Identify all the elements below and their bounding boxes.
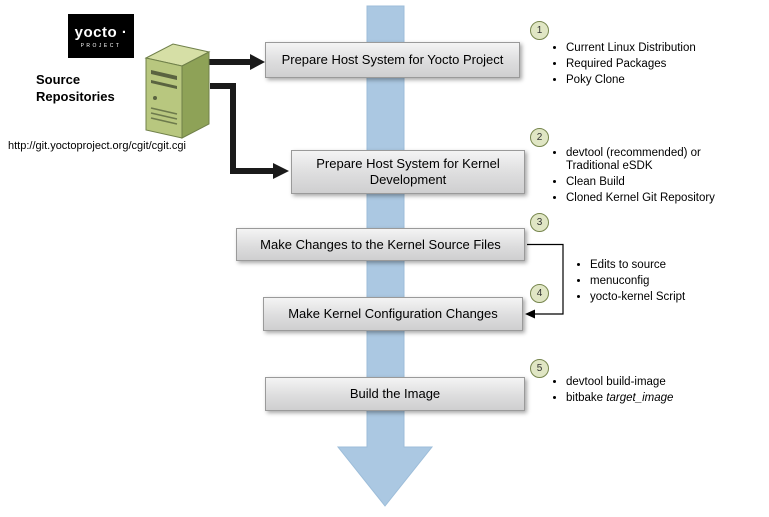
note-item: Required Packages bbox=[566, 58, 769, 71]
source-repositories-label-line2: Repositories bbox=[36, 89, 115, 104]
yocto-logo: yocto · PROJECT bbox=[68, 14, 134, 58]
step-box-4: Make Kernel Configuration Changes bbox=[263, 297, 523, 331]
step-box-1: Prepare Host System for Yocto Project bbox=[265, 42, 520, 78]
step-box-3: Make Changes to the Kernel Source Files bbox=[236, 228, 525, 261]
source-repositories-label-line1: Source bbox=[36, 72, 81, 87]
step-2-notes: devtool (recommended) or Traditional eSD… bbox=[552, 147, 744, 208]
note-item: Current Linux Distribution bbox=[566, 42, 769, 55]
repo-url: http://git.yoctoproject.org/cgit/cgit.cg… bbox=[8, 140, 186, 152]
step-1-notes: Current Linux Distribution Required Pack… bbox=[552, 42, 769, 90]
step-number-4: 4 bbox=[530, 284, 549, 303]
note-item: Cloned Kernel Git Repository bbox=[566, 192, 744, 205]
step-box-2: Prepare Host System for Kernel Developme… bbox=[291, 150, 525, 194]
step-number-2: 2 bbox=[530, 128, 549, 147]
note-item: Edits to source bbox=[590, 259, 755, 272]
note-item-argument: target_image bbox=[606, 392, 674, 404]
step-number-1: 1 bbox=[530, 21, 549, 40]
repo-to-step2-arrow bbox=[210, 83, 289, 179]
note-item: bitbake target_image bbox=[566, 392, 756, 405]
note-item: devtool (recommended) or Traditional eSD… bbox=[566, 147, 744, 173]
server-icon bbox=[144, 43, 211, 139]
steps-3-4-bracket bbox=[525, 243, 564, 319]
step-number-5: 5 bbox=[530, 359, 549, 378]
note-item: devtool build-image bbox=[566, 376, 756, 389]
yocto-logo-text: yocto · bbox=[74, 23, 128, 41]
note-item: Poky Clone bbox=[566, 74, 769, 87]
yocto-logo-subtitle: PROJECT bbox=[80, 42, 122, 49]
note-item-prefix: bitbake bbox=[566, 392, 607, 404]
steps-3-4-notes: Edits to source menuconfig yocto-kernel … bbox=[576, 259, 755, 307]
step-5-notes: devtool build-image bitbake target_image bbox=[552, 376, 756, 408]
note-item: Clean Build bbox=[566, 176, 744, 189]
step-box-5: Build the Image bbox=[265, 377, 525, 411]
note-item: menuconfig bbox=[590, 275, 755, 288]
note-item: yocto-kernel Script bbox=[590, 291, 755, 304]
step-number-3: 3 bbox=[530, 213, 549, 232]
source-repositories-label: Source Repositories bbox=[36, 71, 115, 105]
